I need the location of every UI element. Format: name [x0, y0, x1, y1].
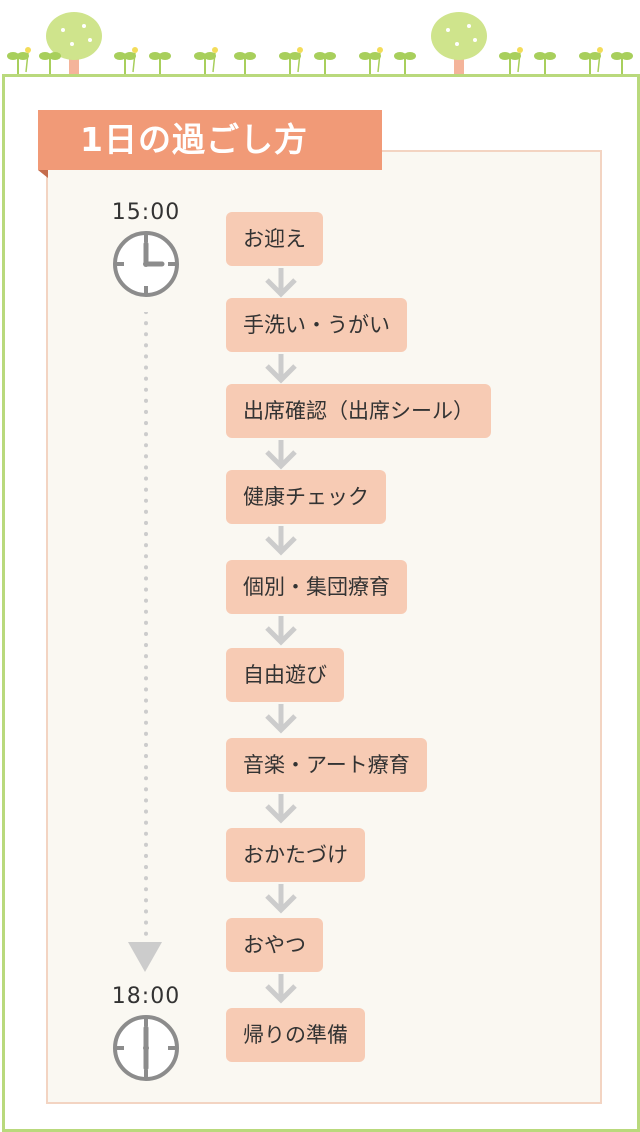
arrow-down-icon — [265, 616, 297, 646]
schedule-step: 個別・集団療育 — [226, 560, 407, 614]
arrow-down-icon — [128, 942, 162, 972]
clock-icon — [113, 1015, 179, 1081]
timeline-dotted-line — [144, 312, 148, 942]
page-title: 1日の過ごし方 — [80, 120, 308, 159]
arrow-down-icon — [265, 974, 297, 1004]
schedule-step: 帰りの準備 — [226, 1008, 365, 1062]
schedule-step: おやつ — [226, 918, 323, 972]
schedule-step: 自由遊び — [226, 648, 344, 702]
ribbon-fold — [38, 170, 48, 178]
clover-icon — [7, 47, 633, 74]
title-ribbon — [38, 110, 382, 170]
schedule-step: 音楽・アート療育 — [226, 738, 427, 792]
end-time: 18:00 — [111, 984, 181, 1009]
arrow-down-icon — [265, 794, 297, 824]
schedule-step: お迎え — [226, 212, 323, 266]
start-time: 15:00 — [111, 200, 181, 225]
schedule-step: おかたづけ — [226, 828, 365, 882]
tree-icon — [431, 12, 487, 74]
tree-icon — [46, 12, 102, 74]
arrow-down-icon — [265, 440, 297, 470]
schedule-step: 出席確認（出席シール） — [226, 384, 491, 438]
arrow-down-icon — [265, 526, 297, 556]
arrow-down-icon — [265, 884, 297, 914]
schedule-step: 健康チェック — [226, 470, 386, 524]
clock-icon — [113, 231, 179, 297]
arrow-down-icon — [265, 704, 297, 734]
arrow-down-icon — [265, 268, 297, 298]
grass-decoration — [7, 12, 633, 74]
arrow-down-icon — [265, 354, 297, 384]
schedule-step: 手洗い・うがい — [226, 298, 407, 352]
